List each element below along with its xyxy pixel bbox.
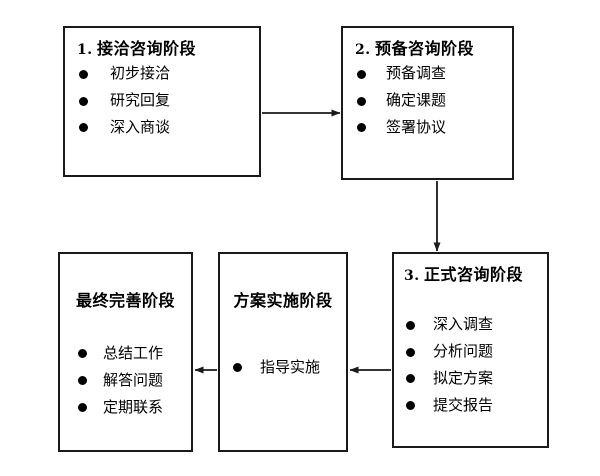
list-item-label: 总结工作 <box>103 344 164 362</box>
list-item-label: 定期联系 <box>103 397 164 416</box>
bullet-dot-icon <box>406 320 415 330</box>
list-item-label: 确定课题 <box>386 91 447 110</box>
bullet-dot-icon <box>233 363 242 373</box>
stage-box-formal-consultation[interactable]: 3. 正式咨询阶段 深入调查 分析问题 拟定方案 提交报告 <box>392 252 549 448</box>
stage-box-plan-implementation[interactable]: 方案实施阶段 指导实施 <box>218 252 348 452</box>
stage-title-row: 方案实施阶段 <box>220 292 346 310</box>
stage-number: 1. <box>77 42 93 58</box>
list-item[interactable]: 签署协议 <box>357 117 512 136</box>
stage-item-list: 指导实施 <box>233 358 321 376</box>
list-item-label: 签署协议 <box>386 117 447 136</box>
bullet-dot-icon <box>357 123 366 133</box>
bullet-dot-icon <box>79 123 88 133</box>
list-item-label: 预备调查 <box>386 64 447 83</box>
stage-box-preliminary-consultation[interactable]: 2. 预备咨询阶段 预备调查 确定课题 签署协议 <box>341 26 514 180</box>
stage-title: 正式咨询阶段 <box>424 265 524 284</box>
list-item[interactable]: 提交报告 <box>406 395 547 414</box>
list-item-label: 解答问题 <box>103 370 164 389</box>
stage-number: 2. <box>355 42 371 58</box>
stage-title: 最终完善阶段 <box>75 291 175 310</box>
list-item-label: 拟定方案 <box>433 368 494 387</box>
bullet-dot-icon <box>79 69 88 79</box>
list-item-label: 指导实施 <box>260 358 321 376</box>
list-item-label: 研究回复 <box>110 91 171 110</box>
stage-number: 3. <box>404 268 420 284</box>
stage-title-row: 2. 预备咨询阶段 <box>355 40 512 58</box>
stage-box-contact-consultation[interactable]: 1. 接洽咨询阶段 初步接洽 研究回复 深入商谈 <box>63 26 261 177</box>
bullet-dot-icon <box>78 376 87 386</box>
stage-item-list: 初步接洽 研究回复 深入商谈 <box>79 66 259 135</box>
list-item[interactable]: 定期联系 <box>78 397 164 416</box>
list-item[interactable]: 总结工作 <box>78 344 164 362</box>
stage-title-row: 3. 正式咨询阶段 <box>404 266 547 284</box>
bullet-dot-icon <box>357 69 366 79</box>
bullet-dot-icon <box>79 96 88 106</box>
stage-title: 预备咨询阶段 <box>375 39 475 58</box>
list-item-label: 分析问题 <box>433 342 494 361</box>
list-item-label: 初步接洽 <box>110 64 171 83</box>
list-item[interactable]: 深入商谈 <box>79 117 259 136</box>
stage-title-row: 1. 接洽咨询阶段 <box>77 40 259 58</box>
list-item-label: 深入商谈 <box>110 117 171 136</box>
bullet-dot-icon <box>406 347 415 357</box>
list-item[interactable]: 分析问题 <box>406 342 547 361</box>
bullet-dot-icon <box>78 349 87 359</box>
stage-title: 接洽咨询阶段 <box>97 39 197 58</box>
stage-item-list: 总结工作 解答问题 定期联系 <box>78 344 164 426</box>
stage-title: 方案实施阶段 <box>233 291 333 310</box>
list-item-label: 深入调查 <box>433 315 494 334</box>
list-item[interactable]: 初步接洽 <box>79 66 259 82</box>
list-item[interactable]: 确定课题 <box>357 91 512 110</box>
list-item[interactable]: 研究回复 <box>79 91 259 110</box>
list-item-label: 提交报告 <box>433 395 494 414</box>
list-item[interactable]: 指导实施 <box>233 358 321 376</box>
stage-title-row: 最终完善阶段 <box>60 292 191 310</box>
list-item[interactable]: 解答问题 <box>78 370 164 389</box>
bullet-dot-icon <box>78 402 87 412</box>
stage-item-list: 深入调查 分析问题 拟定方案 提交报告 <box>406 317 547 413</box>
list-item[interactable]: 预备调查 <box>357 66 512 82</box>
bullet-dot-icon <box>406 374 415 384</box>
list-item[interactable]: 拟定方案 <box>406 368 547 387</box>
stage-box-final-improvement[interactable]: 最终完善阶段 总结工作 解答问题 定期联系 <box>58 252 193 452</box>
bullet-dot-icon <box>357 96 366 106</box>
bullet-dot-icon <box>406 401 415 411</box>
stage-item-list: 预备调查 确定课题 签署协议 <box>357 66 512 135</box>
list-item[interactable]: 深入调查 <box>406 317 547 333</box>
